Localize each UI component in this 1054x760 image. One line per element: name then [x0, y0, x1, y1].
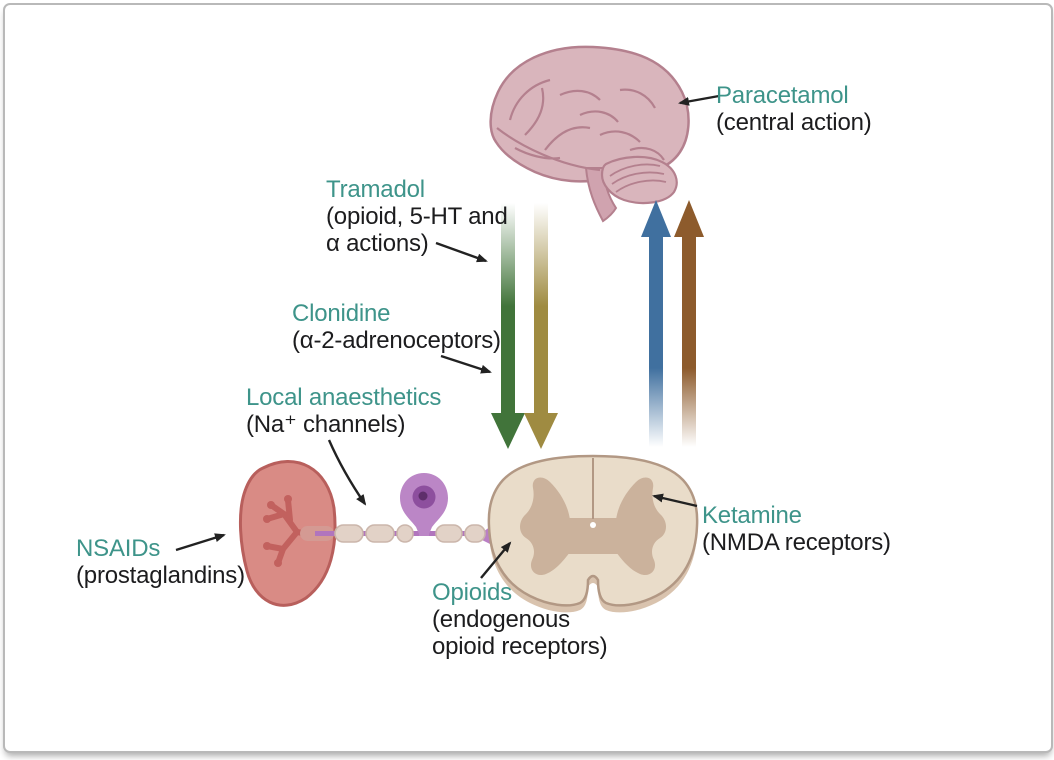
- descending-arrow-green: [491, 203, 525, 449]
- drug-detail: opioid receptors): [432, 633, 608, 660]
- label-tramadol: Tramadol (opioid, 5-HT and α actions): [326, 176, 508, 257]
- drug-name: Opioids: [432, 579, 512, 606]
- drug-detail: (NMDA receptors): [702, 529, 891, 556]
- label-nsaids: NSAIDs (prostaglandins): [76, 535, 245, 589]
- cerebellum-striations: [609, 163, 667, 193]
- pointer-tramadol: [435, 241, 488, 263]
- label-paracetamol: Paracetamol (central action): [716, 82, 872, 136]
- myelin-sheath-segments: [334, 524, 486, 543]
- drug-name: Paracetamol: [716, 82, 849, 109]
- drug-name: NSAIDs: [76, 535, 161, 562]
- neuron-nucleolus: [418, 491, 428, 501]
- drug-detail: (endogenous: [432, 606, 570, 633]
- label-clonidine: Clonidine (α-2-adrenoceptors): [292, 300, 501, 354]
- drug-detail: (opioid, 5-HT and: [326, 203, 508, 230]
- drug-detail: (Na⁺ channels): [246, 411, 406, 438]
- drug-detail: (prostaglandins): [76, 562, 245, 589]
- drug-name: Local anaesthetics: [246, 384, 442, 411]
- label-local-anaesthetics: Local anaesthetics (Na⁺ channels): [246, 384, 441, 438]
- brain-gyri: [496, 78, 665, 172]
- pointer-opioids: [480, 541, 512, 579]
- drug-name: Ketamine: [702, 502, 802, 529]
- ascending-arrow-blue: [641, 200, 671, 447]
- ascending-arrow-brown: [674, 200, 704, 447]
- label-opioids: Opioids (endogenous opioid receptors): [432, 579, 608, 660]
- drug-detail: α actions): [326, 230, 429, 257]
- descending-arrow-olive: [524, 203, 558, 449]
- spinal-cord-cross-section-icon: [487, 454, 699, 613]
- central-canal: [590, 522, 596, 528]
- drug-detail: (central action): [716, 109, 872, 136]
- drug-name: Tramadol: [326, 176, 425, 203]
- pointer-clonidine: [440, 354, 492, 374]
- drug-detail: (α-2-adrenoceptors): [292, 327, 501, 354]
- pointer-local-anaesthetics: [327, 439, 367, 506]
- pointer-nsaids: [175, 533, 226, 552]
- pointer-paracetamol: [678, 94, 720, 106]
- brain-icon: [489, 45, 690, 223]
- pointer-ketamine: [652, 493, 698, 508]
- sensory-nerve-fibre: [300, 473, 498, 548]
- nerve-ending-tips: [263, 495, 292, 567]
- dorsal-root-ganglion-neuron-icon: [400, 473, 448, 536]
- drug-name: Clonidine: [292, 300, 391, 327]
- label-ketamine: Ketamine (NMDA receptors): [702, 502, 891, 556]
